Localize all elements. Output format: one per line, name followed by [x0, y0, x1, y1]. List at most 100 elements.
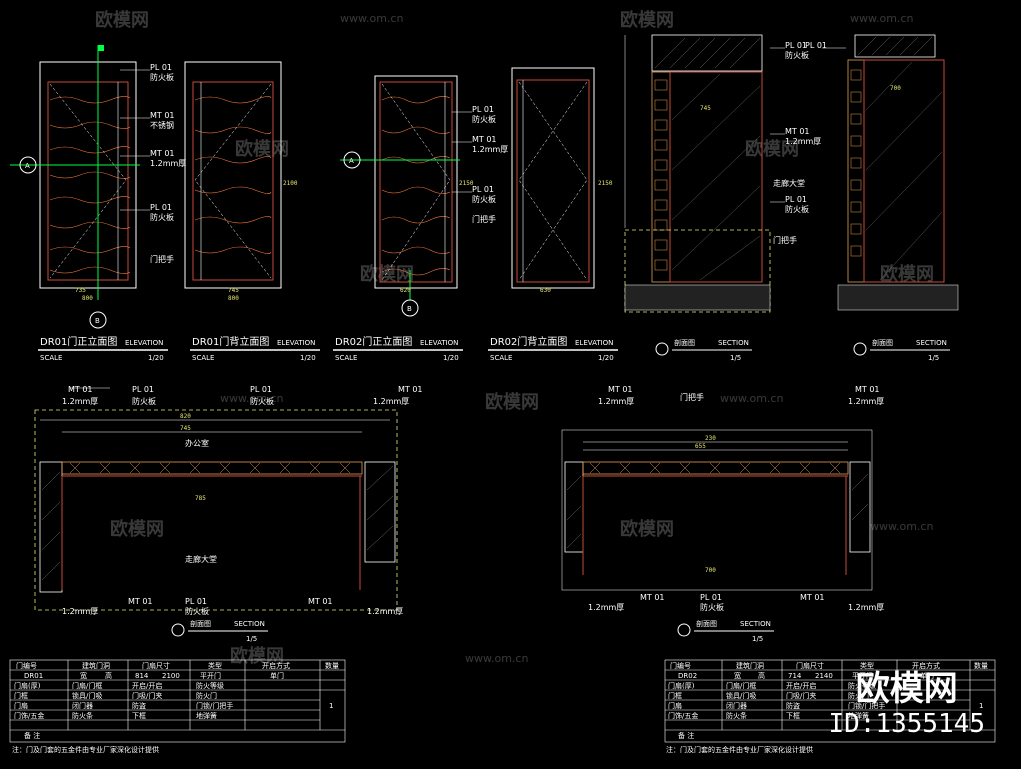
- dim-clear: 700: [705, 567, 716, 574]
- schedule-cell: 门扇(厚): [668, 681, 695, 690]
- schedule-cell: 门饰/五金: [14, 711, 44, 720]
- tag-mt01: MT 01: [150, 111, 175, 120]
- tag-pl01-desc: 防火板: [132, 396, 156, 406]
- elevation-dr01-front: A B 735 800 PL 01 防火板 MT 01 不锈钢 MT 01 1.…: [10, 45, 186, 329]
- tag-pl01: PL 01: [150, 203, 172, 212]
- tag-mt01: MT 01: [68, 385, 93, 394]
- dim-width: 735: [75, 287, 86, 294]
- watermarks: 欧模网 www.om.cn 欧模网 www.om.cn 欧模网 欧模网 欧模网 …: [95, 9, 934, 667]
- dim-door: 655: [695, 443, 706, 450]
- tag-mt01-desc2: 1.2mm厚: [62, 397, 98, 406]
- callout-b: B: [407, 305, 412, 313]
- watermark-brand: 欧模网: [745, 138, 799, 160]
- tag-pl01: PL 01: [785, 41, 807, 50]
- dim-section: 745: [700, 105, 711, 112]
- tag-mt01: MT 01: [608, 385, 633, 394]
- scale-ratio: 1/20: [443, 354, 459, 362]
- tag-handle: 门把手: [472, 214, 496, 224]
- watermark-brand: 欧模网: [620, 9, 674, 31]
- schedule-header: 门扇尺寸: [796, 661, 824, 670]
- dim-overall: 820: [180, 413, 191, 420]
- section-mark: 剖面图: [696, 619, 717, 628]
- tag-pl01-desc: 防火板: [700, 602, 724, 612]
- scale-ratio: 1/20: [300, 354, 316, 362]
- tag-handle: 门把手: [680, 392, 704, 402]
- schedule-cell: 开启/开启: [786, 681, 816, 690]
- watermark-url: www.om.cn: [850, 12, 913, 25]
- schedule-cell: 下框: [132, 711, 146, 720]
- tag-pl01: PL 01: [185, 597, 207, 606]
- tag-mt01-desc2: 1.2mm厚: [373, 397, 409, 406]
- schedule-cell: 门框: [668, 691, 682, 700]
- watermark-brand: 欧模网: [95, 9, 149, 31]
- schedule-cell: 防火门: [848, 691, 869, 700]
- schedule-header: 数量: [974, 661, 988, 670]
- schedule-header: 门编号: [16, 661, 37, 670]
- schedule-header: 门编号: [670, 661, 691, 670]
- tag-pl01: PL 01: [785, 195, 807, 204]
- tag-mt01: MT 01: [800, 593, 825, 602]
- section-ratio: 1/5: [246, 635, 257, 643]
- label-corridor: 走廊大堂: [185, 554, 217, 564]
- section-en: SECTION: [234, 620, 265, 628]
- section-mark: 剖面图: [674, 338, 695, 347]
- watermark-url: www.om.cn: [870, 520, 933, 533]
- schedule-header: 门扇尺寸: [142, 661, 170, 670]
- tag-handle: 门把手: [773, 235, 797, 245]
- schedule-remark: 备 注: [24, 731, 40, 740]
- tag-pl01-desc: 防火板: [150, 212, 174, 222]
- schedule-cell: 防火条: [726, 711, 747, 720]
- schedule-type: 平开门: [200, 671, 221, 680]
- schedule-size-hv: 2140: [815, 672, 833, 680]
- schedule-size-wv: 714: [788, 672, 802, 680]
- callout-a: A: [25, 162, 30, 170]
- scale-label: SCALE: [192, 354, 214, 362]
- plan-section-left: 820 745 785 办公室 走廊大堂 MT 01 1.2mm厚 PL 01 …: [34, 385, 423, 643]
- schedule-size-w: 宽: [80, 671, 87, 680]
- title-en: ELEVATION: [420, 339, 458, 347]
- schedule-code: DR02: [678, 672, 697, 680]
- dim-overall: 800: [228, 295, 239, 302]
- schedule-cell: 门扇: [14, 701, 28, 710]
- tag-mt01-desc2: 1.2mm厚: [598, 397, 634, 406]
- tag-mt01: MT 01: [855, 385, 880, 394]
- plan-section-right: 230 655 700 MT 01 1.2mm厚 门把手 MT 01 1.2mm…: [561, 385, 884, 643]
- watermark-brand: 欧模网: [620, 518, 674, 540]
- callout-b: B: [95, 317, 100, 325]
- tag-mt01: MT 01: [472, 135, 497, 144]
- dim-width: 630: [540, 287, 551, 294]
- schedule-header: 数量: [325, 661, 339, 670]
- schedule-size-hv: 2100: [162, 672, 180, 680]
- brand-id: ID:1355145: [828, 709, 985, 739]
- tag-pl01-desc: 防火板: [472, 194, 496, 204]
- label-corridor: 走廊大堂: [773, 178, 805, 188]
- watermark-brand: 欧模网: [235, 138, 289, 160]
- schedule-type: 平开门: [852, 671, 873, 680]
- title-en: ELEVATION: [125, 339, 163, 347]
- tag-pl01: PL 01: [472, 185, 494, 194]
- schedule-size-h: 高: [105, 671, 112, 680]
- schedule-size-wv: 814: [135, 672, 149, 680]
- scale-ratio: 1/20: [598, 354, 614, 362]
- schedule-cell: 防火等级: [848, 681, 876, 690]
- tag-pl01-desc: 防火板: [185, 606, 209, 616]
- schedule-cell: 锁具/门吸: [72, 691, 102, 700]
- watermark-brand: 欧模网: [880, 263, 934, 285]
- schedule-cell: 防火门: [196, 691, 217, 700]
- tag-pl01-desc: 防火板: [785, 204, 809, 214]
- tag-pl01-desc: 防火板: [472, 114, 496, 124]
- watermark-brand: 欧模网: [110, 518, 164, 540]
- dim-overall: 800: [82, 295, 93, 302]
- schedule-remark: 备 注: [678, 731, 694, 740]
- tag-pl01-desc: 防火板: [785, 50, 809, 60]
- tag-mt01-desc2: 1.2mm厚: [785, 137, 821, 146]
- tag-mt01: MT 01: [150, 149, 175, 158]
- section-detail-a: 745 PL 01 防火板 MT 01 1.2mm厚 走廊大堂 PL 01 防火…: [624, 34, 821, 362]
- dim-height: 2100: [283, 180, 298, 187]
- schedule-cell: 门扇/门框: [72, 681, 102, 690]
- watermark-url: www.om.cn: [340, 12, 403, 25]
- section-detail-b: 700 PL 01 剖面图 SECTION 1/5: [805, 34, 959, 362]
- schedule-cell: 门扇/门框: [726, 681, 756, 690]
- dim-height: 2150: [459, 180, 474, 187]
